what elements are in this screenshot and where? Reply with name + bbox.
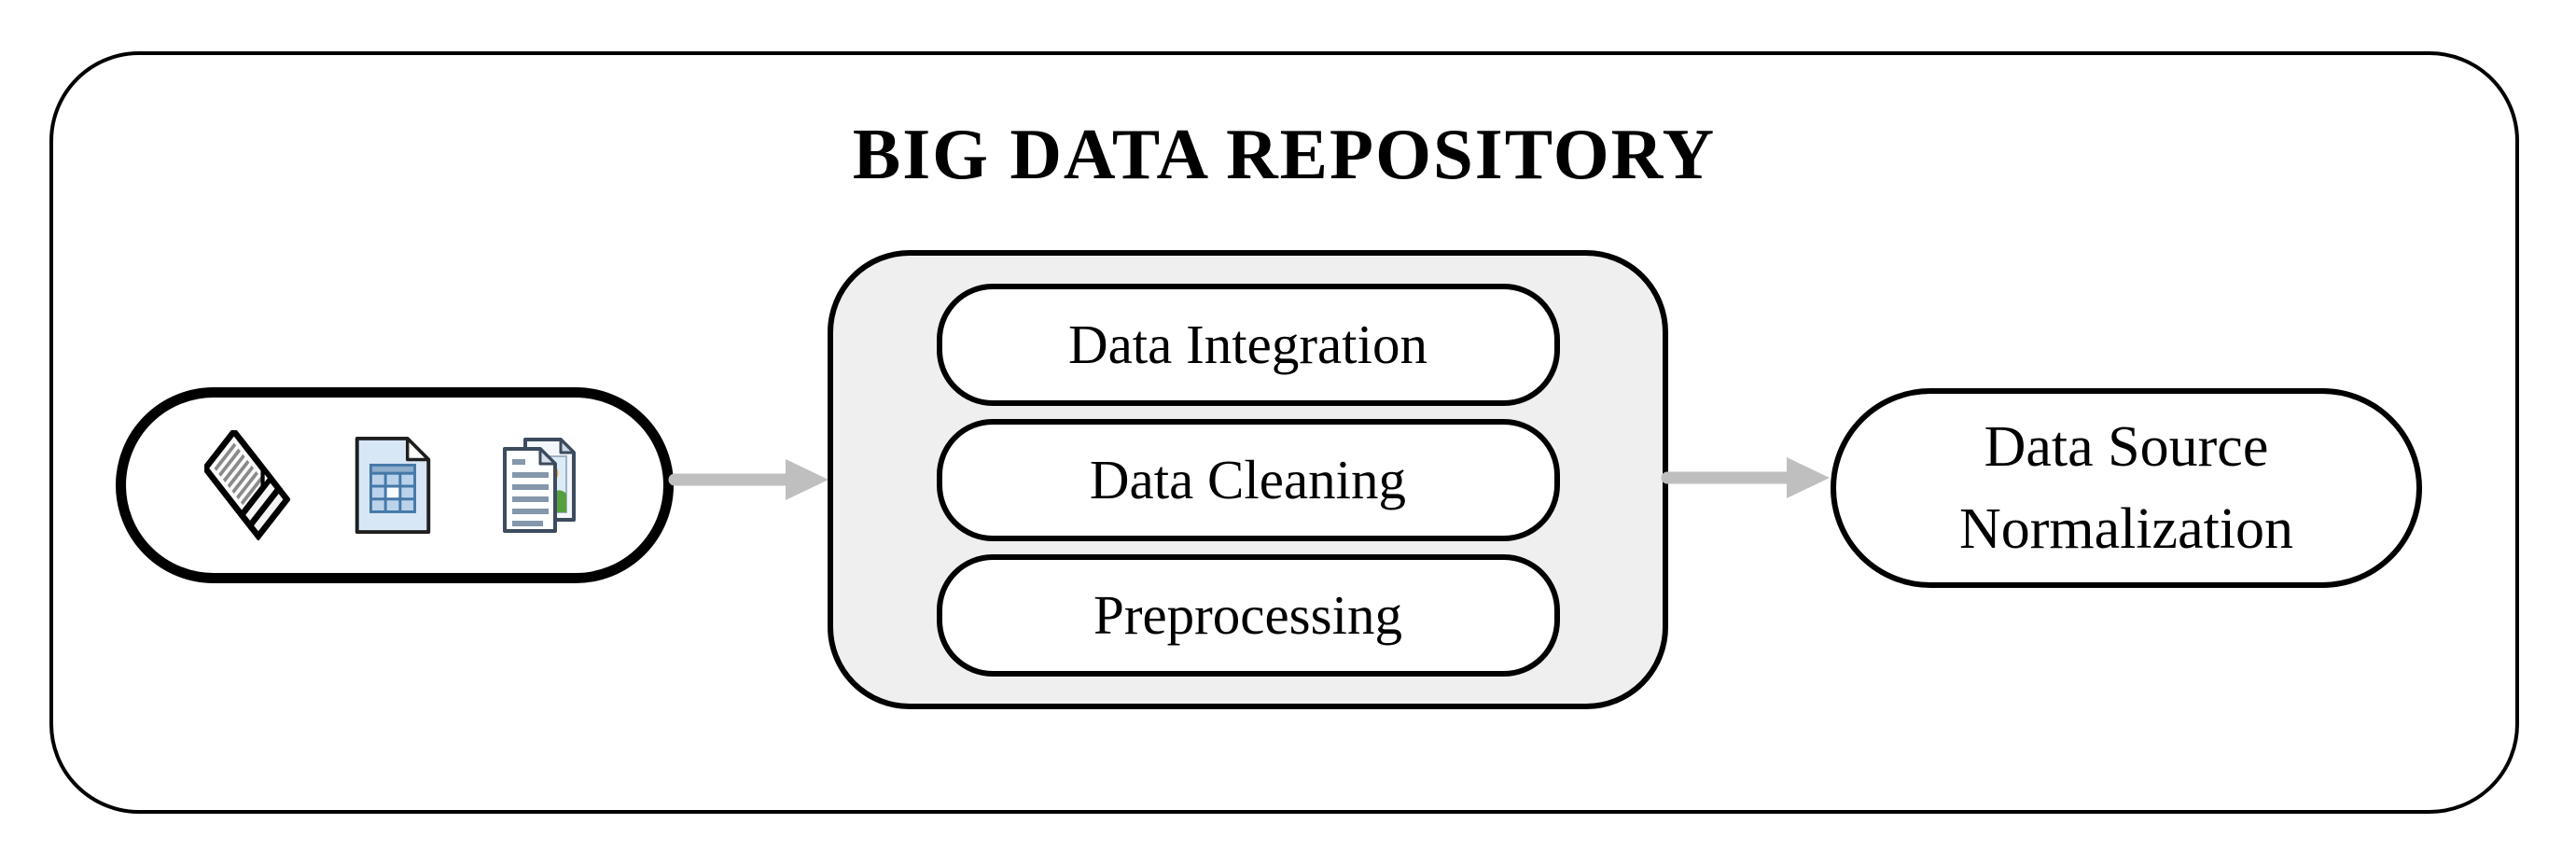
process-group-node: Data Integration Data Cleaning Preproces… [828,250,1668,709]
diagram-title: BIG DATA REPOSITORY [852,114,1717,194]
data-sources-node [116,387,674,583]
big-data-repository-frame: BIG DATA REPOSITORY [49,51,2519,814]
data-source-normalization-node: Data Source Normalization [1831,388,2422,588]
process-step-label: Data Integration [1068,313,1427,375]
spreadsheet-icon [355,436,431,535]
process-step-data-integration: Data Integration [936,283,1560,406]
arrow-sources-to-process-icon [668,459,828,500]
output-label-line1: Data Source [1984,414,2269,479]
output-label-line2: Normalization [1958,497,2294,561]
process-step-label: Preprocessing [1093,583,1402,646]
process-step-data-cleaning: Data Cleaning [936,418,1560,541]
document-stack-icon [204,430,290,540]
arrow-process-to-output-icon [1661,457,1830,498]
image-document-icon [503,438,576,533]
process-step-label: Data Cleaning [1089,448,1407,510]
process-step-preprocessing: Preprocessing [936,553,1560,677]
